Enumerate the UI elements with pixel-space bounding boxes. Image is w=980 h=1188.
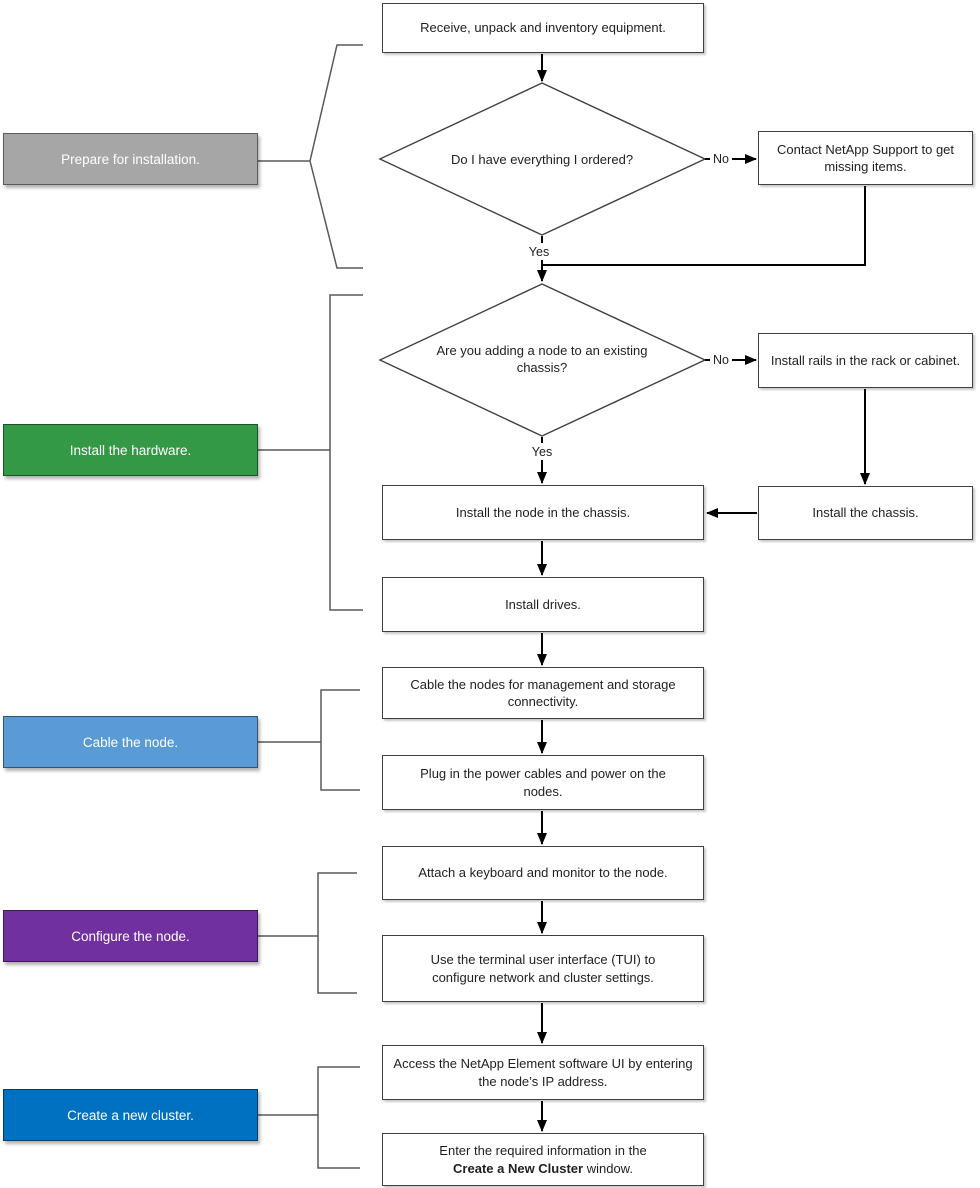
decision1-diamond: [378, 82, 707, 236]
phase-label: Cable the node.: [82, 734, 179, 750]
phase-create-cluster: Create a new cluster.: [3, 1089, 258, 1141]
step-text: Install rails in the rack or cabinet.: [770, 352, 961, 368]
step-text: Plug in the power cables and power on th…: [420, 766, 666, 799]
phase-label: Configure the node.: [71, 928, 190, 944]
step-text: Install the node in the chassis.: [455, 504, 631, 520]
phase-label: Prepare for installation.: [61, 151, 200, 167]
decision2-diamond: [378, 283, 707, 437]
no-text: No: [713, 152, 729, 166]
yes-text: Yes: [528, 244, 550, 259]
decision2-question: Are you adding a node to an existing cha…: [412, 334, 672, 386]
section-brackets: [258, 44, 363, 1169]
step-contact-support-box: Contact NetApp Support to get missing it…: [758, 131, 973, 185]
phase-label: Install the hardware.: [69, 442, 192, 458]
step-install-rails-box: Install rails in the rack or cabinet.: [758, 333, 973, 388]
phase-prepare-installation: Prepare for installation.: [3, 133, 258, 185]
step-access-ui-box: Access the NetApp Element software UI by…: [382, 1045, 704, 1100]
step-enter-info-box: Enter the required information in the Cr…: [382, 1133, 704, 1186]
phase-configure-node: Configure the node.: [3, 910, 258, 962]
step-text: Use the terminal user interface (TUI) to…: [430, 952, 656, 985]
bracket-cable: [320, 689, 360, 791]
step-text: Access the NetApp Element software UI by…: [393, 1056, 693, 1089]
step-text: Receive, unpack and inventory equipment.: [420, 20, 666, 36]
step-install-chassis-box: Install the chassis.: [758, 486, 973, 540]
step-receive-box: Receive, unpack and inventory equipment.: [382, 3, 704, 53]
step-use-tui-box: Use the terminal user interface (TUI) to…: [382, 935, 704, 1002]
no-text: No: [713, 353, 729, 367]
step-text: Install drives.: [505, 596, 581, 612]
step-text: Install the chassis.: [812, 505, 919, 521]
enter-info-rest: window.: [583, 1160, 633, 1176]
decision1-no-label: No: [710, 151, 732, 167]
phase-install-hardware: Install the hardware.: [3, 424, 258, 476]
bracket-prepare: [309, 44, 363, 269]
enter-info-bold: Create a New Cluster: [453, 1160, 584, 1176]
step-install-drives-box: Install drives.: [382, 577, 704, 632]
phase-cable-node: Cable the node.: [3, 716, 258, 768]
decision2-yes-label: Yes: [524, 443, 560, 460]
decision-diamonds: [378, 82, 707, 437]
decision-text: Do I have everything I ordered?: [450, 151, 634, 167]
decision1-yes-label: Yes: [521, 243, 557, 260]
yes-text: Yes: [531, 444, 553, 459]
step-attach-keyboard-box: Attach a keyboard and monitor to the nod…: [382, 846, 704, 900]
enter-info-line1: Enter the required information in the: [439, 1143, 647, 1159]
decision2-no-label: No: [710, 352, 732, 368]
step-plug-power-box: Plug in the power cables and power on th…: [382, 755, 704, 810]
step-install-node-box: Install the node in the chassis.: [382, 485, 704, 540]
phase-label: Create a new cluster.: [67, 1107, 194, 1123]
bracket-hardware: [329, 294, 363, 611]
bracket-configure: [317, 872, 357, 994]
decision1-question: Do I have everything I ordered?: [402, 140, 682, 180]
step-cable-nodes-box: Cable the nodes for management and stora…: [382, 667, 704, 719]
step-text: Enter the required information in the Cr…: [439, 1142, 646, 1176]
bracket-cluster: [317, 1066, 360, 1169]
decision-text: Are you adding a node to an existing cha…: [436, 343, 648, 375]
step-text: Cable the nodes for management and stora…: [410, 676, 676, 709]
step-text: Attach a keyboard and monitor to the nod…: [418, 865, 668, 881]
line-contact-return: [543, 186, 866, 266]
step-text: Contact NetApp Support to get missing it…: [776, 141, 955, 174]
